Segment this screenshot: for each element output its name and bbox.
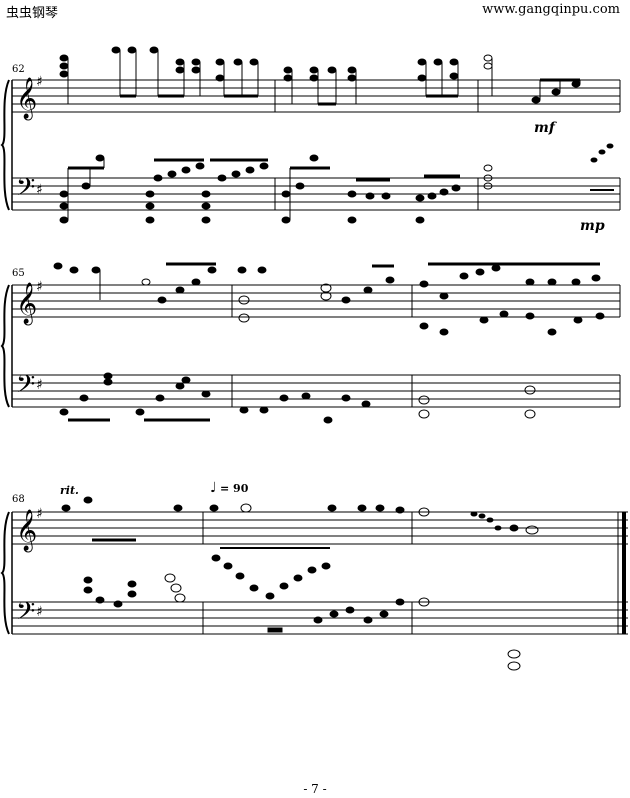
notes-system-1 <box>59 46 614 224</box>
dynamic-marking: mf <box>534 120 558 136</box>
system-1 <box>0 79 621 211</box>
system-3 <box>0 511 628 635</box>
bass-clef-icon: 𝄢 <box>16 173 35 208</box>
site-url: www.gangqinpu.com <box>482 2 620 17</box>
treble-clef-icon: 𝄞 <box>16 282 37 325</box>
sharp-icon: ♯ <box>36 279 43 295</box>
measure-number: 65 <box>12 268 25 279</box>
bass-clef-icon: 𝄢 <box>16 597 35 632</box>
measure-number: 62 <box>12 64 25 75</box>
bass-clef-icon: 𝄢 <box>16 370 35 405</box>
staff-treble-3 <box>12 511 628 545</box>
staff-bass-1 <box>12 177 620 211</box>
treble-clef-icon: 𝄞 <box>16 77 37 120</box>
notes-system-2 <box>53 262 605 424</box>
dynamic-marking: mp <box>580 218 605 234</box>
system-2 <box>0 284 621 408</box>
page-number: - 7 - <box>303 782 327 796</box>
measure-number: 68 <box>12 494 25 505</box>
sharp-icon: ♯ <box>36 182 43 198</box>
metronome-mark: = 90 <box>220 482 249 495</box>
site-name: 虫虫钢琴 <box>6 6 59 21</box>
staff-treble-1 <box>12 79 620 113</box>
staff-treble-2 <box>12 284 620 318</box>
quarter-note-icon: ♩ <box>210 480 217 496</box>
staff-bass-2 <box>12 374 620 408</box>
tempo-text: rit. <box>60 484 79 497</box>
sharp-icon: ♯ <box>36 604 43 620</box>
sharp-icon: ♯ <box>36 74 43 90</box>
treble-clef-icon: 𝄞 <box>16 509 37 552</box>
sharp-icon: ♯ <box>36 506 43 522</box>
sharp-icon: ♯ <box>36 377 43 393</box>
notes-system-3 <box>61 496 539 671</box>
